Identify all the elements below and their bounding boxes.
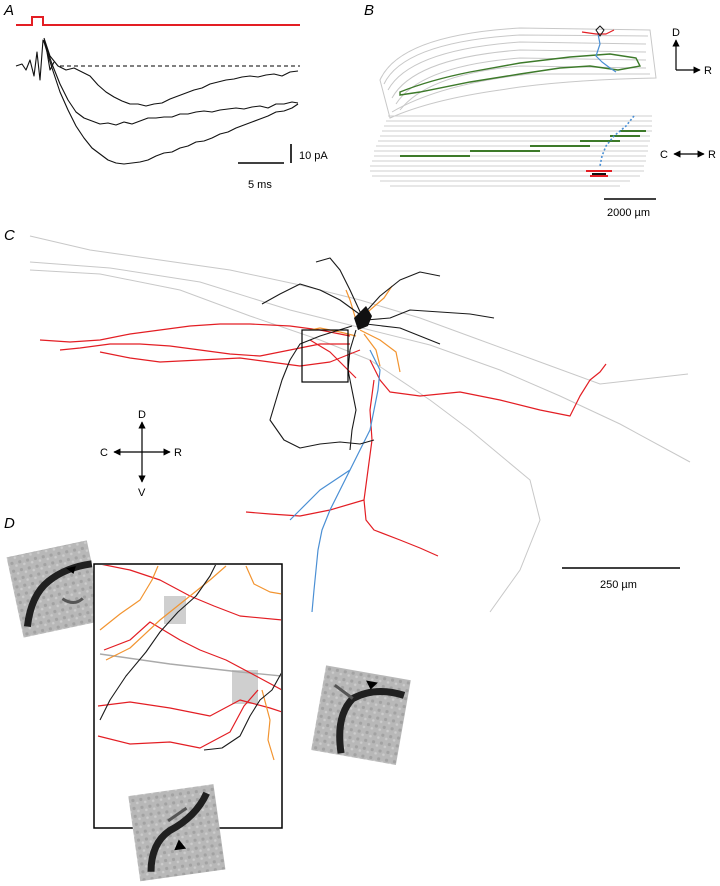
panel-d: D <box>4 515 411 882</box>
slab-outline <box>379 27 657 119</box>
arrowhead-1 <box>66 566 76 574</box>
stimulus-artifact <box>15 39 55 81</box>
b-axis-d: D <box>672 27 680 39</box>
green-segments <box>400 130 646 157</box>
c-scale-label: 250 µm <box>600 579 637 591</box>
b-black-cell <box>595 25 605 37</box>
b-blue-dotted <box>599 115 635 167</box>
compass-c: C <box>100 447 108 459</box>
b-axis-c: C <box>660 149 668 161</box>
arrowhead-3 <box>174 839 187 851</box>
panel-d-letter: D <box>4 515 15 532</box>
black-dendrites <box>261 257 495 451</box>
em-image-3 <box>128 784 226 882</box>
red-axons <box>39 323 607 557</box>
em-image-2 <box>311 665 411 765</box>
stimulus-trace <box>16 16 300 26</box>
panel-c-letter: C <box>4 227 15 244</box>
b-axis-bottom: C R <box>660 149 716 161</box>
compass-d: D <box>138 409 146 421</box>
soma <box>354 306 372 330</box>
current-trace-3 <box>43 41 299 165</box>
panel-a-letter: A <box>3 2 14 19</box>
gray-axons <box>29 235 691 613</box>
compass-v: V <box>138 487 146 499</box>
scale-x-label: 5 ms <box>248 179 272 191</box>
b-scale-label: 2000 µm <box>607 207 650 219</box>
panel-c: C <box>4 227 691 613</box>
b-red-segments <box>586 170 612 177</box>
compass: D V C R <box>100 409 182 499</box>
b-axis-r2: R <box>708 149 716 161</box>
scale-y-label: 10 pA <box>299 150 328 162</box>
em-image-1 <box>6 540 104 638</box>
panel-a: A 10 pA 5 ms <box>3 2 328 191</box>
arrowhead-2 <box>366 680 378 690</box>
inset-enlarged <box>93 563 283 829</box>
current-trace-1 <box>43 37 299 107</box>
blue-axon <box>311 349 381 613</box>
panel-b: B <box>364 2 716 219</box>
compass-r: R <box>174 447 182 459</box>
b-axis-top: D R <box>672 27 712 77</box>
current-trace-2 <box>43 39 299 126</box>
inset-box <box>301 329 349 383</box>
green-cell-outline <box>399 53 642 96</box>
b-blue-axon <box>595 33 617 73</box>
panel-b-letter: B <box>364 2 374 19</box>
b-axis-r: R <box>704 65 712 77</box>
